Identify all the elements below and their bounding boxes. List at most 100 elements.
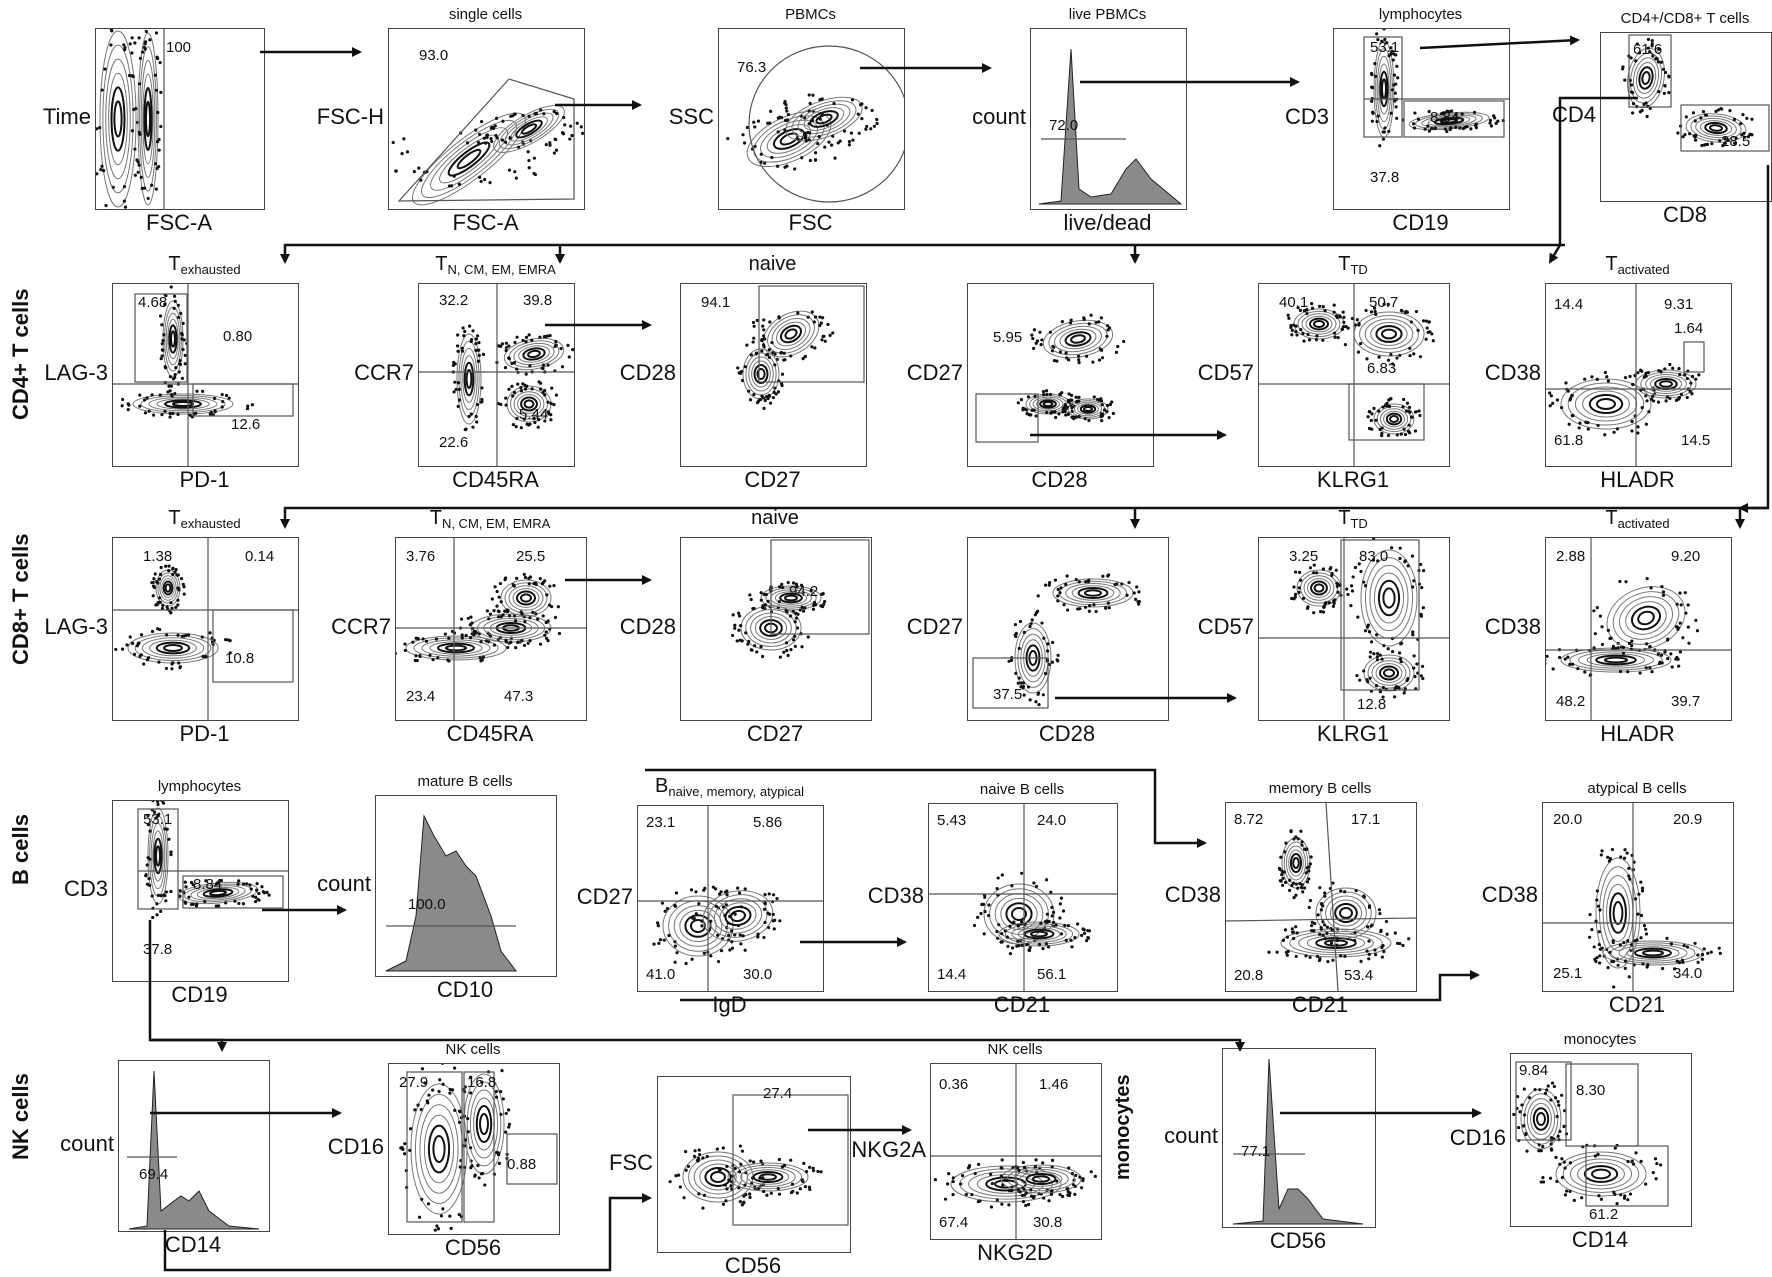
event-dot bbox=[1052, 345, 1056, 349]
event-dot bbox=[523, 383, 527, 387]
event-dot bbox=[1545, 1088, 1549, 1092]
plot-title: NK cells bbox=[930, 1041, 1100, 1058]
event-dot bbox=[702, 951, 706, 955]
density-contour bbox=[164, 583, 172, 593]
event-dot bbox=[1646, 46, 1650, 50]
event-dot bbox=[1644, 374, 1648, 378]
event-dot bbox=[766, 121, 770, 125]
event-dot bbox=[1695, 629, 1700, 633]
event-dot bbox=[778, 115, 782, 119]
gate-percentage: 37.8 bbox=[143, 941, 173, 958]
density-contour bbox=[1586, 653, 1646, 667]
event-dot bbox=[1048, 392, 1053, 397]
density-contour bbox=[527, 349, 541, 359]
event-dot bbox=[1525, 1149, 1529, 1153]
event-dot bbox=[1389, 51, 1394, 55]
event-dot bbox=[816, 1169, 820, 1174]
event-dot bbox=[1382, 949, 1386, 954]
event-dot bbox=[150, 894, 154, 898]
density-contour bbox=[1602, 940, 1704, 966]
event-dot bbox=[1020, 943, 1024, 948]
event-dot bbox=[1537, 1149, 1541, 1153]
event-dot bbox=[160, 348, 165, 352]
event-dot bbox=[1381, 130, 1385, 134]
event-dot bbox=[1292, 936, 1296, 941]
density-contour bbox=[727, 1162, 809, 1192]
x-axis-label: CD56 bbox=[724, 1253, 782, 1277]
event-dot bbox=[245, 882, 249, 886]
event-dot bbox=[1334, 568, 1338, 572]
event-dot bbox=[1384, 919, 1389, 924]
event-dot bbox=[494, 1089, 499, 1094]
event-dot bbox=[501, 1097, 505, 1101]
event-dot bbox=[1595, 956, 1599, 960]
event-dot bbox=[530, 338, 534, 342]
event-dot bbox=[1665, 395, 1670, 399]
event-dot bbox=[982, 932, 986, 936]
event-dot bbox=[120, 404, 124, 408]
event-dot bbox=[100, 88, 104, 92]
event-dot bbox=[1694, 377, 1698, 381]
event-dot bbox=[181, 582, 185, 586]
event-dot bbox=[945, 1182, 950, 1186]
event-dot bbox=[1636, 431, 1640, 435]
event-dot bbox=[267, 893, 271, 897]
histogram-curve bbox=[1038, 48, 1183, 205]
event-dot bbox=[1290, 328, 1294, 332]
event-dot bbox=[1603, 370, 1608, 375]
event-dot bbox=[1413, 429, 1418, 433]
event-dot bbox=[1094, 609, 1098, 614]
density-contour bbox=[105, 58, 131, 180]
density-contour bbox=[1310, 580, 1328, 596]
event-dot bbox=[477, 353, 481, 357]
event-dot bbox=[164, 890, 168, 894]
event-dot bbox=[182, 592, 186, 596]
event-dot bbox=[1042, 393, 1046, 397]
event-dot bbox=[1657, 89, 1661, 94]
event-dot bbox=[548, 141, 552, 145]
event-dot bbox=[504, 346, 509, 350]
event-dot bbox=[540, 366, 544, 370]
event-dot bbox=[492, 608, 496, 613]
event-dot bbox=[1562, 1124, 1566, 1128]
event-dot bbox=[1073, 935, 1077, 940]
event-dot bbox=[1522, 1113, 1527, 1117]
event-dot bbox=[1039, 343, 1043, 347]
event-dot bbox=[1654, 57, 1658, 61]
event-dot bbox=[1645, 114, 1649, 119]
plot-title-main: T bbox=[1605, 253, 1618, 275]
gate-percentage: 8.72 bbox=[1234, 811, 1264, 828]
event-dot bbox=[1034, 1158, 1038, 1162]
event-dot bbox=[725, 889, 729, 893]
density-contour bbox=[150, 822, 166, 890]
event-dot bbox=[1411, 633, 1415, 637]
density-contour bbox=[196, 887, 240, 899]
event-dot bbox=[580, 131, 584, 135]
event-dot bbox=[1031, 336, 1035, 341]
event-dot bbox=[1292, 895, 1296, 900]
event-dot bbox=[1623, 376, 1628, 380]
x-axis-label: CD19 bbox=[1392, 210, 1449, 235]
event-dot bbox=[1111, 411, 1115, 416]
event-dot bbox=[1374, 74, 1378, 78]
event-dot bbox=[759, 1159, 763, 1163]
event-dot bbox=[847, 139, 852, 144]
event-dot bbox=[1019, 920, 1024, 924]
event-dot bbox=[1420, 586, 1424, 590]
event-dot bbox=[1049, 411, 1053, 415]
event-dot bbox=[500, 342, 505, 346]
event-dot bbox=[1312, 563, 1316, 567]
event-dot bbox=[549, 401, 553, 406]
density-contour bbox=[1077, 586, 1109, 600]
event-dot bbox=[1370, 119, 1374, 123]
plot-area: 93.0 bbox=[388, 28, 585, 210]
event-dot bbox=[820, 97, 824, 101]
event-dot bbox=[737, 628, 741, 632]
density-contour bbox=[673, 905, 723, 947]
event-dot bbox=[1056, 659, 1060, 663]
event-dot bbox=[1308, 955, 1312, 959]
event-dot bbox=[224, 638, 228, 642]
event-dot bbox=[673, 944, 677, 948]
event-dot bbox=[1290, 927, 1294, 931]
event-dot bbox=[1592, 945, 1596, 949]
